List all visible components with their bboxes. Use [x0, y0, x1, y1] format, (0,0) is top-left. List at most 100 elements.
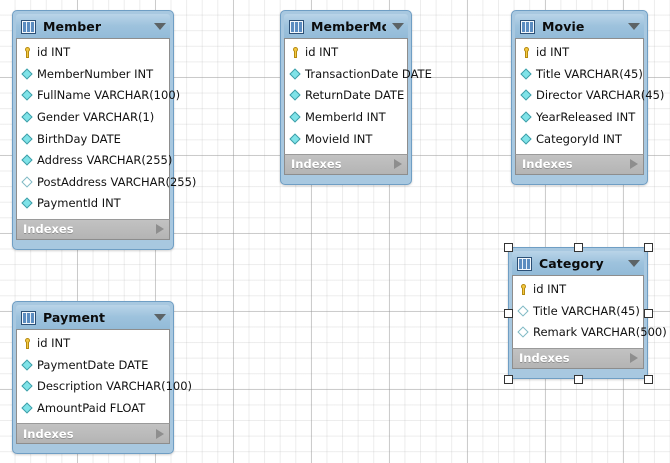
column-row[interactable]: CategoryId INT [516, 128, 643, 150]
column-label: Title VARCHAR(45) [536, 66, 643, 81]
resize-handle-n[interactable] [573, 242, 583, 252]
column-row[interactable]: Remark VARCHAR(500) [513, 322, 667, 344]
chevron-down-icon[interactable] [628, 259, 640, 267]
column-label: Remark VARCHAR(500) [533, 325, 667, 340]
indexes-section[interactable]: Indexes [512, 347, 644, 369]
chevron-right-icon[interactable] [394, 159, 402, 170]
chevron-down-icon[interactable] [392, 22, 404, 30]
resize-handle-s[interactable] [573, 374, 583, 384]
column-row[interactable]: FullName VARCHAR(100) [17, 85, 180, 107]
entity-table-movie[interactable]: Movie id INT Title VARCHAR(45) Director VAR… [511, 10, 664, 185]
table-header[interactable]: Member [16, 14, 170, 38]
resize-handle-nw[interactable] [503, 242, 513, 252]
column-row[interactable]: Director VARCHAR(45) [516, 85, 664, 107]
table-header[interactable]: Payment [16, 305, 170, 329]
diamond-filled-icon [21, 402, 34, 415]
resize-handle-ne[interactable] [643, 242, 653, 252]
column-label: Director VARCHAR(45) [536, 88, 665, 103]
column-row[interactable]: PaymentId INT [17, 193, 169, 215]
diamond-filled-icon [289, 111, 302, 124]
indexes-label: Indexes [23, 222, 74, 237]
chevron-right-icon[interactable] [630, 353, 638, 364]
resize-handle-se[interactable] [643, 374, 653, 384]
column-row[interactable]: Title VARCHAR(45) [513, 301, 643, 323]
table-title: Category [539, 255, 604, 271]
column-label: CategoryId INT [536, 131, 622, 146]
chevron-down-icon[interactable] [154, 313, 166, 321]
column-label: Gender VARCHAR(1) [37, 110, 155, 125]
table-icon [517, 256, 532, 271]
column-row[interactable]: MemberNumber INT [17, 64, 169, 86]
column-row[interactable]: YearReleased INT [516, 107, 643, 129]
column-row[interactable]: id INT [513, 279, 643, 301]
key-icon [21, 46, 34, 59]
column-label: id INT [37, 336, 71, 351]
key-icon [520, 46, 533, 59]
column-label: Title VARCHAR(45) [533, 303, 640, 318]
column-label: Address VARCHAR(255) [37, 153, 173, 168]
table-title: Payment [43, 309, 106, 325]
column-row[interactable]: MemberId INT [285, 107, 407, 129]
diamond-filled-icon [520, 111, 533, 124]
column-label: BirthDay DATE [37, 131, 121, 146]
column-list: id INT Title VARCHAR(45) Remark VARCHAR(50… [512, 275, 667, 348]
column-label: ReturnDate DATE [305, 88, 405, 103]
column-label: id INT [305, 45, 339, 60]
table-title: MemberMovie [311, 18, 386, 34]
indexes-section[interactable]: Indexes [515, 153, 644, 175]
chevron-down-icon[interactable] [628, 22, 640, 30]
column-row[interactable]: TransactionDate DATE [285, 64, 432, 86]
diamond-filled-icon [21, 197, 34, 210]
indexes-label: Indexes [522, 157, 573, 172]
entity-table-category[interactable]: Category id INT Title VARCHAR(45) Remark VA… [508, 247, 667, 379]
table-title: Movie [542, 18, 585, 34]
column-row[interactable]: id INT [17, 333, 169, 355]
entity-table-membermovie[interactable]: MemberMovie id INT TransactionDate DATE Ret… [280, 10, 432, 185]
column-row[interactable]: AmountPaid FLOAT [17, 398, 169, 420]
diamond-filled-icon [21, 111, 34, 124]
column-row[interactable]: id INT [17, 42, 169, 64]
column-row[interactable]: Address VARCHAR(255) [17, 150, 173, 172]
column-list: id INT Title VARCHAR(45) Director VARCHAR(… [515, 38, 664, 154]
column-row[interactable]: PostAddress VARCHAR(255) [17, 172, 196, 194]
table-header[interactable]: MemberMovie [284, 14, 408, 38]
diamond-filled-icon [520, 89, 533, 102]
column-row[interactable]: MovieId INT [285, 128, 407, 150]
indexes-label: Indexes [519, 351, 570, 366]
chevron-right-icon[interactable] [630, 159, 638, 170]
diamond-hollow-icon [21, 176, 34, 189]
column-label: id INT [536, 45, 570, 60]
diamond-filled-icon [289, 133, 302, 146]
key-icon [21, 337, 34, 350]
indexes-label: Indexes [23, 426, 74, 441]
resize-handle-sw[interactable] [503, 374, 513, 384]
chevron-down-icon[interactable] [154, 22, 166, 30]
column-row[interactable]: id INT [516, 42, 643, 64]
column-list: id INT TransactionDate DATE ReturnDate DAT… [284, 38, 432, 154]
column-row[interactable]: PaymentDate DATE [17, 355, 169, 377]
resize-handle-e[interactable] [643, 308, 653, 318]
diamond-filled-icon [21, 359, 34, 372]
table-header[interactable]: Category [512, 251, 644, 275]
column-row[interactable]: BirthDay DATE [17, 128, 169, 150]
column-row[interactable]: Description VARCHAR(100) [17, 376, 192, 398]
resize-handle-w[interactable] [503, 308, 513, 318]
column-row[interactable]: Title VARCHAR(45) [516, 64, 643, 86]
chevron-right-icon[interactable] [156, 224, 164, 235]
indexes-section[interactable]: Indexes [284, 153, 408, 175]
table-header[interactable]: Movie [515, 14, 644, 38]
indexes-section[interactable]: Indexes [16, 218, 170, 240]
diamond-filled-icon [289, 68, 302, 81]
table-icon [21, 310, 36, 325]
column-label: TransactionDate DATE [305, 66, 432, 81]
chevron-right-icon[interactable] [156, 428, 164, 439]
column-row[interactable]: Gender VARCHAR(1) [17, 107, 169, 129]
indexes-section[interactable]: Indexes [16, 423, 170, 445]
column-row[interactable]: ReturnDate DATE [285, 85, 407, 107]
column-row[interactable]: id INT [285, 42, 407, 64]
column-label: id INT [37, 45, 71, 60]
